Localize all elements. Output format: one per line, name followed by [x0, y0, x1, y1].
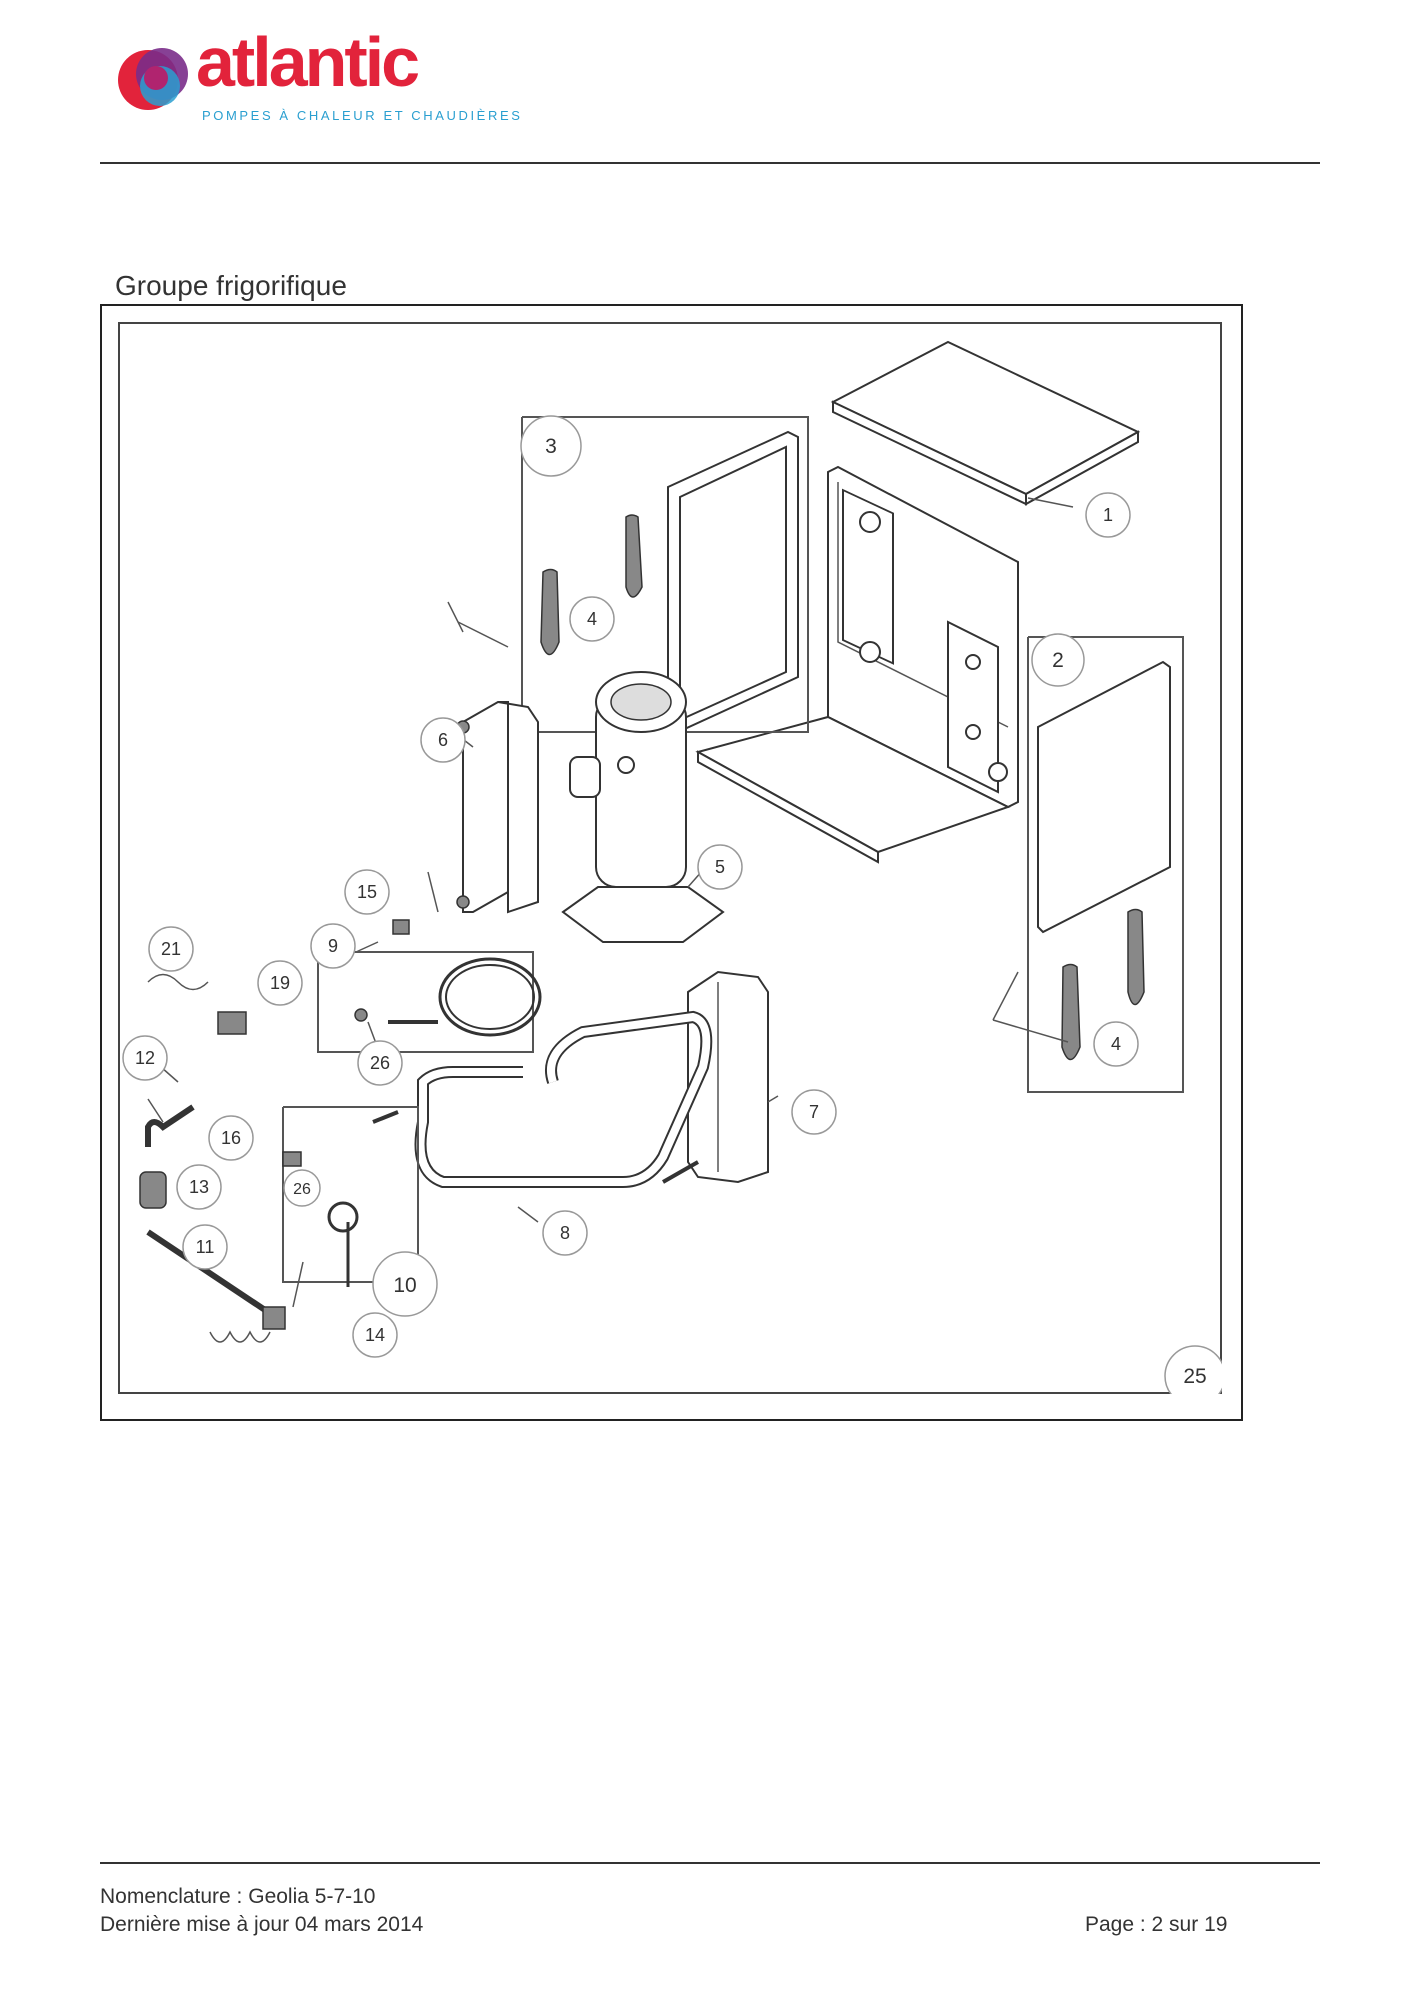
part-group-right-panel: [1027, 636, 1184, 1093]
callout-label: 13: [189, 1177, 209, 1197]
part-chassis: [695, 465, 1019, 864]
section-title: Groupe frigorifique: [115, 270, 347, 301]
callout-4-right: 4: [1093, 1021, 1139, 1067]
callout-8: 8: [542, 1210, 588, 1256]
logo-mark-icon: [118, 48, 188, 110]
footer-last-update: Dernière mise à jour 04 mars 2014: [100, 1913, 424, 1936]
footer-nomenclature: Nomenclature : Geolia 5-7-10: [100, 1885, 376, 1908]
callout-10: 10: [372, 1251, 438, 1317]
callout-1: 1: [1085, 492, 1131, 538]
callout-label: 1: [1103, 505, 1113, 525]
callout-19: 19: [257, 960, 303, 1006]
callout-label: 21: [161, 939, 181, 959]
callout-label: 4: [1111, 1034, 1121, 1054]
logo-tagline: POMPES À CHALEUR ET CHAUDIÈRES: [202, 108, 523, 123]
diagram-inner-frame: [118, 322, 1222, 1394]
callout-label: 25: [1183, 1365, 1206, 1388]
callout-label: 26: [293, 1181, 311, 1198]
callout-11: 11: [182, 1224, 228, 1270]
callout-label: 15: [357, 882, 377, 902]
callout-label: 11: [196, 1237, 215, 1257]
callout-4-left: 4: [569, 596, 615, 642]
logo-wordmark: atlantic: [196, 23, 420, 101]
callout-label: 16: [221, 1128, 241, 1148]
part-small-components: [139, 919, 410, 1343]
footer-divider: [100, 1862, 1320, 1864]
part-group-9-coil: [317, 951, 542, 1053]
callout-21: 21: [148, 926, 194, 972]
header-divider: [100, 162, 1320, 164]
part-compressor: [561, 671, 725, 943]
callout-13: 13: [176, 1164, 222, 1210]
callout-26-lower: 26: [283, 1169, 321, 1207]
callout-label: 3: [545, 435, 557, 458]
callout-25: 25: [1164, 1345, 1222, 1394]
callout-label: 6: [438, 730, 448, 750]
callout-6: 6: [420, 717, 466, 763]
callout-label: 8: [560, 1223, 570, 1243]
callout-9: 9: [310, 923, 356, 969]
callout-16: 16: [208, 1115, 254, 1161]
part-top-cover: [830, 340, 1141, 506]
brand-logo: atlantic POMPES À CHALEUR ET CHAUDIÈRES: [112, 23, 520, 136]
part-group-side-panel: [521, 416, 809, 734]
callout-label: 14: [365, 1325, 385, 1345]
callout-label: 7: [809, 1102, 819, 1122]
part-heat-exchanger-6: [456, 701, 539, 914]
callout-label: 12: [135, 1048, 155, 1068]
callout-label: 26: [370, 1053, 390, 1073]
callout-2: 2: [1031, 633, 1085, 687]
callout-3: 3: [520, 415, 582, 477]
callout-26-upper: 26: [357, 1040, 403, 1086]
part-tube-loop: [414, 1010, 713, 1188]
callout-label: 5: [715, 857, 725, 877]
callout-label: 10: [393, 1274, 416, 1297]
callout-label: 19: [270, 973, 290, 993]
diagram-outer-frame: [100, 304, 1243, 1421]
callout-12: 12: [122, 1035, 168, 1081]
callout-5: 5: [697, 844, 743, 890]
callout-7: 7: [791, 1089, 837, 1135]
callout-label: 2: [1052, 649, 1064, 672]
callout-14: 14: [352, 1312, 398, 1358]
footer-page-number: Page : 2 sur 19: [1085, 1913, 1228, 1936]
callout-label: 9: [328, 936, 338, 956]
part-heat-exchanger-7: [662, 970, 769, 1184]
exploded-parts-diagram: 1 2 3 4 4 5 6 7 8 9 10 11: [122, 340, 1222, 1394]
callout-label: 4: [587, 609, 597, 629]
callout-15: 15: [344, 869, 390, 915]
